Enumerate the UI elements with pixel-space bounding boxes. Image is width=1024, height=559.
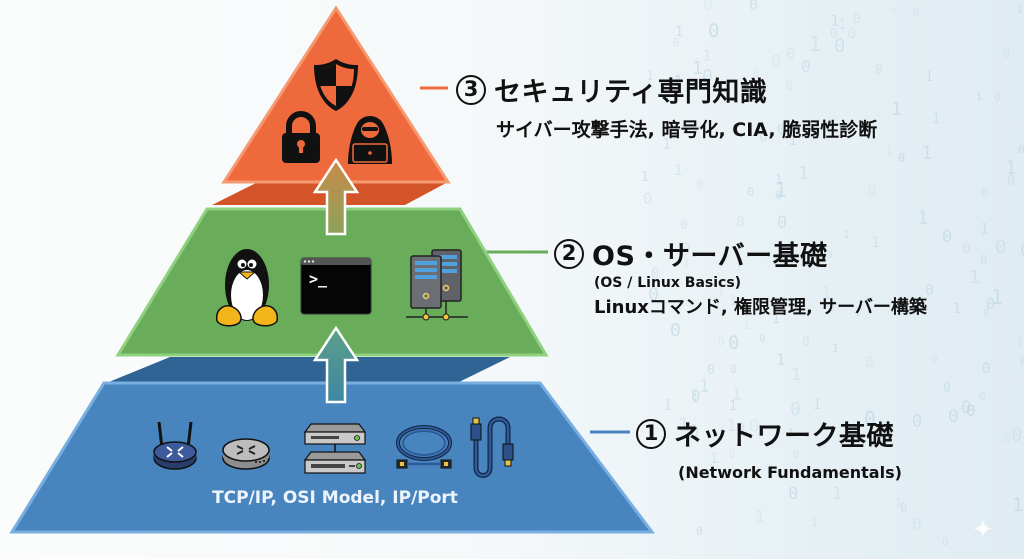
sparkle-icon: ✦ (972, 515, 994, 545)
tier3-label: 3 セキュリティ専門知識 サイバー攻撃手法, 暗号化, CIA, 脆弱性診断 (456, 70, 877, 142)
tier1-title: ネットワーク基礎 (674, 421, 894, 452)
tier1-subtitle-en: (Network Fundamentals) (678, 463, 902, 482)
padlock-icon (282, 111, 320, 163)
tier3-subtitle: サイバー攻撃手法, 暗号化, CIA, 脆弱性診断 (496, 119, 878, 141)
number-badge-1: 1 (636, 418, 666, 449)
up-arrow-1-to-2 (312, 325, 360, 404)
wireless-router-icon (153, 421, 197, 470)
tier1-caption: TCP/IP, OSI Model, IP/Port (212, 488, 458, 508)
tier3-title: セキュリティ専門知識 (494, 77, 768, 108)
shield-icon (314, 59, 358, 111)
tier1-back-shelf (104, 357, 510, 384)
linux-penguin-icon (216, 249, 278, 327)
terminal-icon: >_ (300, 257, 372, 315)
number-badge-2: 2 (554, 238, 584, 269)
tier2-label: 2 OS・サーバー基礎 (OS / Linux Basics) Linuxコマンド… (554, 234, 927, 319)
terminal-prompt: >_ (309, 270, 328, 288)
coiled-cable-icon (396, 425, 452, 469)
number-badge-3: 3 (456, 74, 486, 105)
network-switch-icon (303, 423, 367, 474)
tier2-subtitle-en: (OS / Linux Basics) (594, 275, 742, 291)
ethernet-cable-icon (470, 416, 514, 478)
tier1-label: 1 ネットワーク基礎 (Network Fundamentals) (636, 414, 902, 482)
up-arrow-2-to-3 (312, 157, 360, 236)
router-icon (222, 438, 270, 470)
server-network-icon (406, 249, 468, 321)
hacker-laptop-icon (348, 116, 392, 164)
tier2-title: OS・サーバー基礎 (592, 241, 828, 272)
tier2-subtitle: Linuxコマンド, 権限管理, サーバー構築 (594, 297, 927, 318)
